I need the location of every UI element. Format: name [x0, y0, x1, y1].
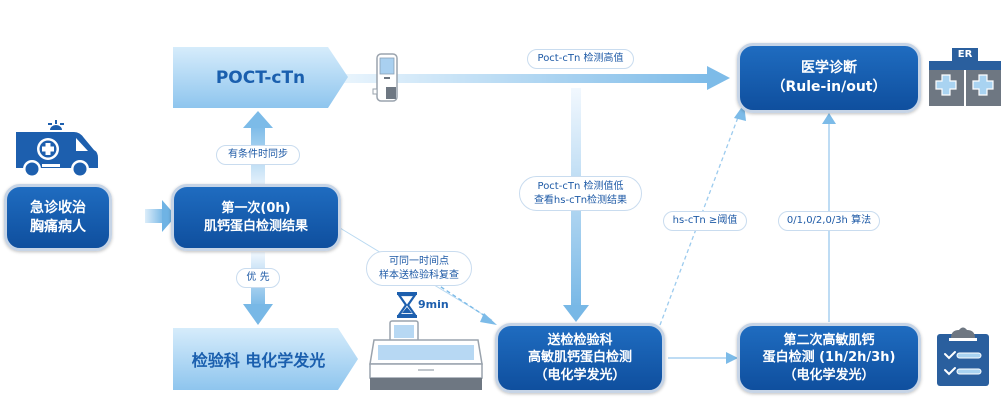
edge-label-algorithm-text: 0/1,0/2,0/3h 算法 — [786, 215, 872, 227]
hourglass-icon — [396, 292, 418, 318]
node-first-test-line2: 肌钙蛋白检测结果 — [203, 218, 308, 234]
node-poct-label: POCT-cTn — [215, 67, 306, 88]
ambulance-icon — [16, 120, 98, 178]
node-send-lab-line1: 送检检验科 — [547, 332, 613, 348]
node-diagnosis-line1: 医学诊断 — [801, 60, 857, 77]
clipboard-checklist-icon — [937, 327, 989, 386]
edge-label-priority: 优 先 — [236, 268, 280, 288]
node-patient-admission[interactable]: 急诊收治 胸痛病人 — [4, 184, 112, 251]
edge-label-sync: 有条件时同步 — [216, 145, 300, 165]
node-second-test-line1: 第二次高敏肌钙 — [783, 332, 875, 348]
chevron-shape — [173, 47, 348, 108]
edge-label-poct-low: Poct-cTn 检测值低 查看hs-cTn检测结果 — [519, 176, 642, 211]
arrow-poct-to-diagnosis — [340, 66, 730, 90]
edge-label-poct-high-text: Poct-cTn 检测高值 — [537, 53, 624, 65]
poct-device-icon — [372, 53, 398, 102]
node-patient-line1: 急诊收治 — [30, 199, 86, 216]
arrow-first-test-to-lab — [243, 252, 273, 325]
node-diagnosis-line2: （Rule-in/out） — [771, 79, 887, 95]
edge-label-same-time-line1: 可同一时间点 — [389, 256, 449, 267]
edge-label-same-time-line2: 样本送检验科复查 — [379, 269, 459, 281]
edge-label-same-time: 可同一时间点 样本送检验科复查 — [366, 251, 472, 286]
node-lab-label: 检验科 电化学发光 — [191, 351, 326, 370]
edge-label-poct-low-line2: 查看hs-cTn检测结果 — [533, 194, 628, 206]
edge-label-poct-low-line1: Poct-cTn 检测值低 — [537, 181, 624, 192]
node-second-test-line2: 蛋白检测 (1h/2h/3h) — [762, 350, 896, 366]
edge-label-algorithm: 0/1,0/2,0/3h 算法 — [778, 211, 880, 231]
edge-label-hs-threshold: hs-cTn ≥阈值 — [663, 211, 747, 231]
edge-label-priority-text: 优 先 — [246, 272, 270, 284]
edge-label-sync-text: 有条件时同步 — [228, 149, 288, 161]
node-send-lab[interactable]: 送检检验科 高敏肌钙蛋白检测 （电化学发光） — [495, 323, 665, 393]
node-diagnosis[interactable]: 医学诊断 （Rule-in/out） — [737, 43, 921, 113]
node-first-test-line1: 第一次(0h) — [221, 200, 291, 216]
arrow-patient-to-first-test — [145, 200, 176, 232]
lab-analyzer-icon — [369, 320, 483, 390]
er-hospital-icon — [929, 48, 1001, 106]
chevron-shape — [173, 328, 358, 390]
node-patient-line2: 胸痛病人 — [30, 218, 86, 235]
node-second-test[interactable]: 第二次高敏肌钙 蛋白检测 (1h/2h/3h) （电化学发光） — [737, 323, 921, 393]
timer-value: 9min — [418, 298, 449, 311]
node-second-test-line3: （电化学发光） — [783, 367, 875, 383]
node-first-test[interactable]: 第一次(0h) 肌钙蛋白检测结果 — [171, 184, 341, 251]
node-send-lab-line2: 高敏肌钙蛋白检测 — [527, 350, 632, 366]
node-send-lab-line3: （电化学发光） — [534, 367, 626, 383]
er-label: ER — [957, 49, 973, 60]
edge-label-hs-threshold-text: hs-cTn ≥阈值 — [672, 215, 738, 227]
arrow-send-lab-to-second-test — [668, 352, 738, 364]
node-lab-ecl[interactable]: 检验科 电化学发光 — [173, 328, 358, 390]
edge-label-poct-high: Poct-cTn 检测高值 — [527, 49, 634, 69]
node-poct-ctn[interactable]: POCT-cTn — [173, 47, 348, 108]
